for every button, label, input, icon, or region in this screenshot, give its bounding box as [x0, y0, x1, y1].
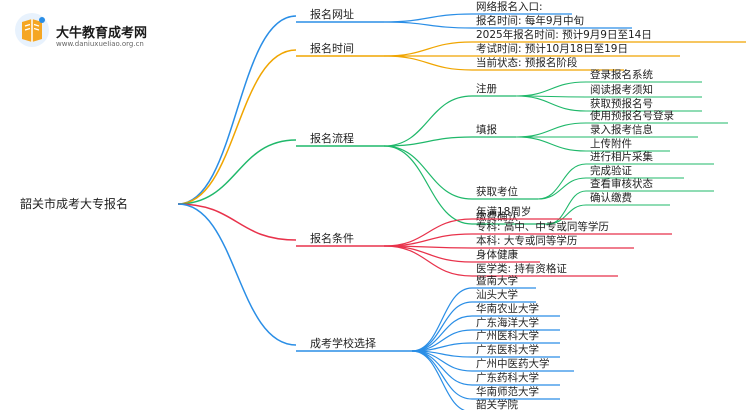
branch-label-3: 报名流程 [310, 131, 354, 145]
leaf-connector-3-2 [537, 177, 587, 200]
leaf-label-1-2: 阅读报考须知 [590, 83, 653, 96]
branch-label-2: 报名时间 [310, 41, 354, 55]
branch-label-5: 成考学校选择 [310, 336, 376, 350]
child-label-5-7: 广州中医药大学 [476, 357, 550, 370]
child-connector-5-9 [411, 350, 473, 400]
child-connector-3-1 [383, 95, 473, 147]
child-label-5-2: 汕头大学 [476, 288, 518, 301]
child-label-1-2: 报名时间: 每年9月中旬 [476, 14, 584, 27]
branch-connector-3 [177, 139, 297, 205]
branch-label-1: 报名网址 [310, 7, 354, 21]
child-label-1-1: 网络报名入口: [476, 0, 543, 13]
child-connector-1-2 [383, 21, 473, 29]
leaf-label-2-2: 录入报考信息 [590, 123, 653, 136]
child-label-5-5: 广州医科大学 [476, 329, 539, 342]
brand-logo: 大牛教育成考网 www.daniuxueIiao.org.cn [12, 10, 162, 50]
book-logo-icon [15, 13, 49, 47]
leaf-label-1-3: 获取预报名号 [590, 97, 653, 110]
child-label-5-1: 暨南大学 [476, 274, 518, 287]
child-label-5-8: 广东药科大学 [476, 371, 539, 384]
brand-url: www.daniuxueIiao.org.cn [56, 40, 144, 48]
child-connector-4-1 [383, 218, 473, 247]
child-label-2-1: 2025年报名时间: 预计9月9日至14日 [476, 28, 652, 41]
child-connector-4-5 [383, 245, 473, 277]
child-label-5-3: 华南农业大学 [476, 302, 539, 315]
brand-name: 大牛教育成考网 [56, 26, 148, 41]
child-label-3-2: 填报 [476, 123, 497, 136]
leaf-connector-2-1 [515, 122, 587, 138]
leaf-label-2-3: 上传附件 [590, 137, 632, 150]
branch-connector-2 [177, 49, 297, 205]
leaf-label-3-2: 完成验证 [590, 164, 632, 177]
leaf-connector-2-3 [515, 136, 587, 152]
child-label-3-3: 获取考位 [476, 185, 518, 198]
child-connector-2-3 [383, 55, 473, 71]
leaf-connector-3-1 [537, 163, 587, 200]
child-label-5-10: 韶关学院 [476, 398, 518, 410]
leaf-label-4-2: 确认缴费 [590, 191, 632, 204]
leaf-label-3-1: 进行相片采集 [590, 150, 653, 163]
leaf-connector-1-3 [515, 95, 587, 112]
branch-connector-5 [177, 203, 297, 346]
child-label-4-3: 本科: 大专或同等学历 [476, 234, 577, 247]
child-connector-4-2 [383, 233, 473, 247]
child-label-4-4: 身体健康 [476, 248, 518, 261]
child-connector-5-1 [411, 287, 473, 352]
child-label-5-6: 广东医科大学 [476, 343, 539, 356]
child-connector-5-8 [411, 350, 473, 386]
child-label-3-1: 注册 [476, 82, 497, 95]
leaf-connector-4-2 [547, 204, 587, 225]
child-connector-3-2 [383, 136, 473, 147]
child-label-2-3: 当前状态: 预报名阶段 [476, 56, 578, 69]
leaf-label-4-1: 查看审核状态 [590, 177, 653, 190]
branch-label-4: 报名条件 [310, 231, 354, 245]
child-label-3-4: 缴费确认 [476, 210, 518, 223]
leaf-connector-1-1 [515, 81, 587, 97]
child-label-5-9: 华南师范大学 [476, 385, 539, 398]
branch-connector-4 [177, 203, 297, 241]
child-label-2-2: 考试时间: 预计10月18日至19日 [476, 42, 628, 55]
branch-connector-1 [177, 15, 297, 205]
child-connector-2-1 [383, 41, 473, 57]
child-label-4-1: 年满18周岁 [476, 205, 531, 218]
child-connector-5-10 [411, 350, 465, 410]
child-label-4-5: 医学类: 持有资格证 [476, 262, 567, 275]
child-label-4-2: 专科: 高中、中专或同等学历 [476, 220, 609, 233]
child-label-5-4: 广东海洋大学 [476, 316, 539, 329]
child-connector-3-4 [383, 145, 473, 225]
child-connector-1-1 [383, 13, 473, 23]
child-connector-5-3 [411, 315, 473, 352]
child-connector-3-3 [383, 145, 473, 200]
leaf-label-1-1: 登录报名系统 [590, 68, 653, 81]
leaf-label-2-1: 使用预报名号登录 [590, 109, 674, 122]
root-node-label: 韶关市成考大专报名 [20, 196, 128, 211]
